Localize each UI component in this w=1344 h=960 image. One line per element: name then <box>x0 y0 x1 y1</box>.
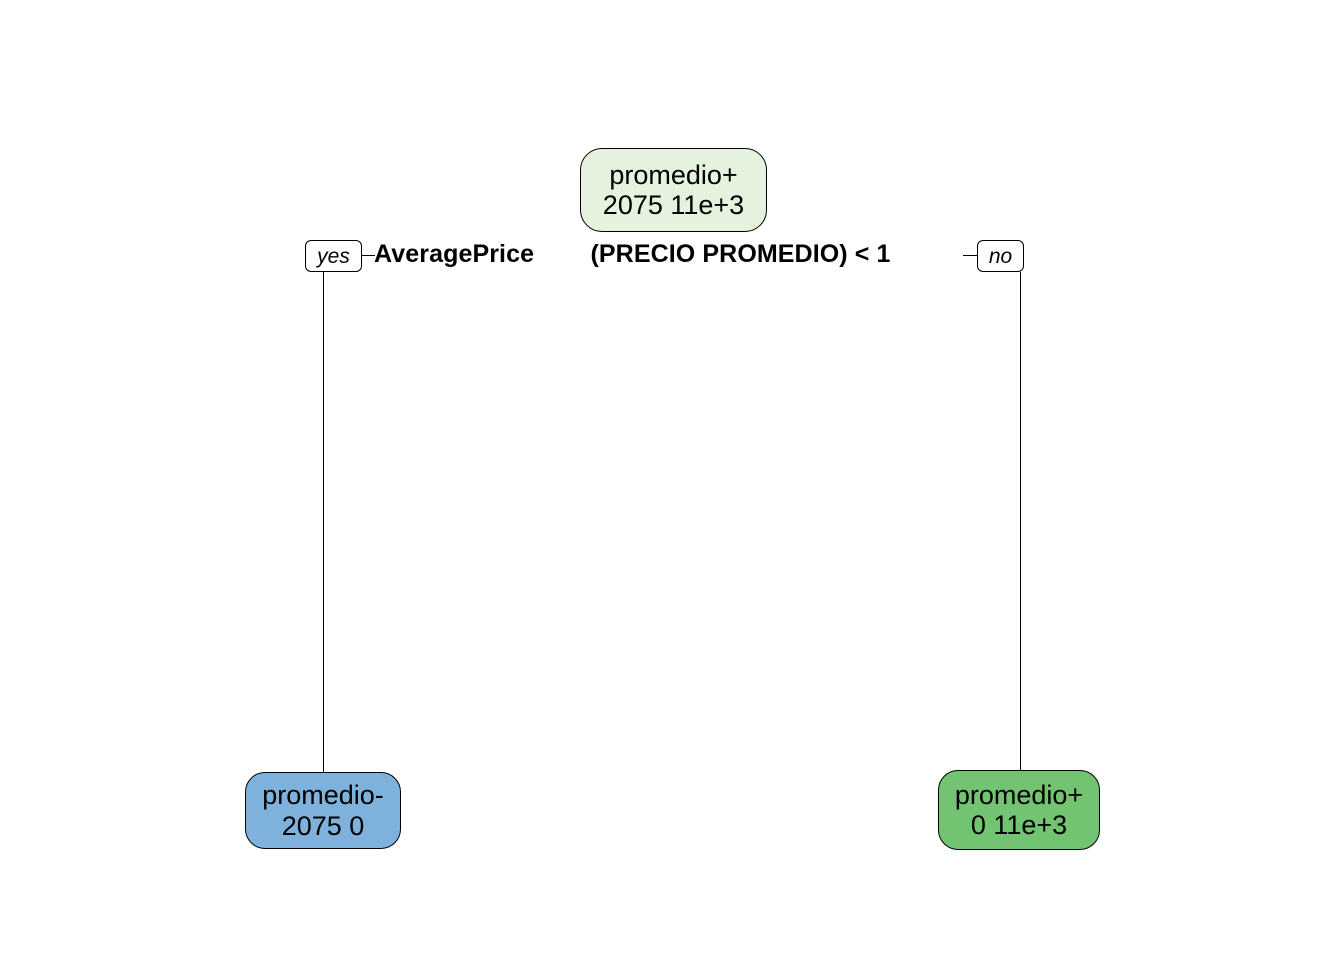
leaf-node-yes-stats: 2075 0 <box>281 810 365 841</box>
branch-tag-yes[interactable]: yes <box>305 240 362 272</box>
leaf-node-no-stats: 0 11e+3 <box>970 810 1068 840</box>
leaf-node-no[interactable]: promedio+ 0 11e+3 <box>938 770 1100 850</box>
branch-tag-no[interactable]: no <box>977 240 1024 272</box>
leaf-node-yes-label: promedio- <box>262 780 384 811</box>
branch-tag-yes-label: yes <box>317 244 350 268</box>
connector-no-branch <box>1020 272 1022 772</box>
branch-tag-no-label: no <box>988 244 1013 268</box>
connector-yes-branch <box>323 272 325 774</box>
leaf-node-yes[interactable]: promedio- 2075 0 <box>245 772 401 849</box>
root-node-label: promedio+ <box>609 159 738 190</box>
split-condition-text: AveragePrice (PRECIO PROMEDIO) < 1 <box>374 240 891 268</box>
connector-no-stub <box>963 255 977 257</box>
root-node[interactable]: promedio+ 2075 11e+3 <box>580 148 767 232</box>
root-node-stats: 2075 11e+3 <box>602 190 745 220</box>
leaf-node-no-label: promedio+ <box>954 779 1084 810</box>
connector-yes-stub <box>362 255 375 257</box>
